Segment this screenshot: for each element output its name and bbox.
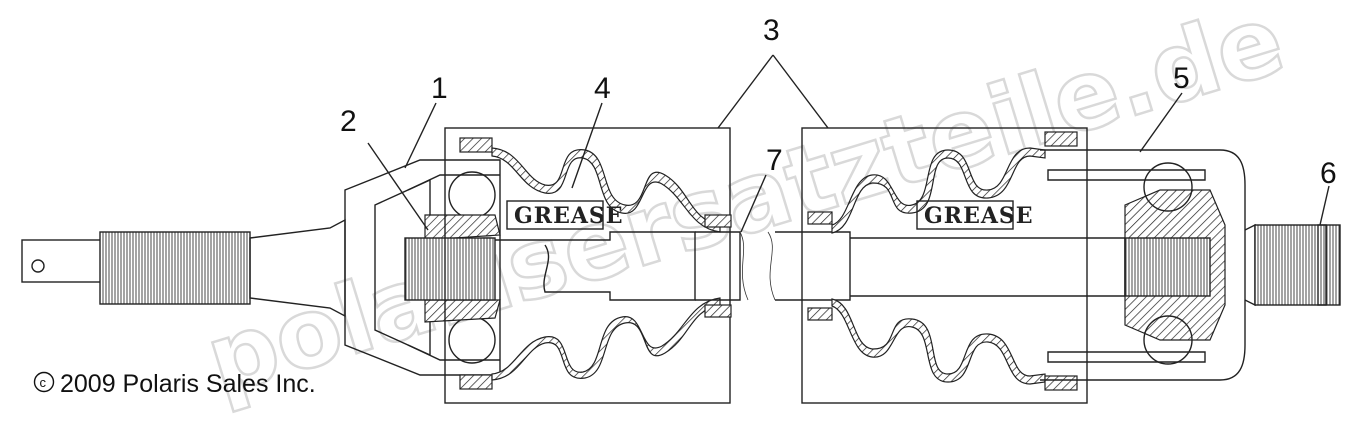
- left-cv-balls: [424, 171, 501, 364]
- leader-lines: [367, 54, 1330, 233]
- right-detail-frame: [801, 127, 1088, 404]
- grease-text-left: GREASE: [514, 203, 624, 229]
- callout-7: 7: [766, 144, 783, 177]
- right-cv-housing: [1040, 149, 1246, 381]
- left-grease-label: GREASE: [506, 200, 624, 230]
- callout-5: 5: [1173, 62, 1190, 95]
- left-inner-hub: [404, 237, 496, 301]
- grease-text-right: GREASE: [924, 203, 1034, 229]
- copyright-notice: c 2009 Polaris Sales Inc.: [33, 370, 316, 398]
- callout-4: 4: [594, 72, 611, 105]
- main-shaft-right: [767, 231, 1126, 301]
- callout-3: 3: [763, 14, 780, 47]
- right-grease-label: GREASE: [916, 200, 1034, 230]
- copyright-icon: [33, 371, 55, 393]
- copyright-symbol: c: [40, 375, 47, 390]
- callout-2: 2: [340, 105, 357, 138]
- callout-1: 1: [431, 72, 448, 105]
- copyright-text: 2009 Polaris Sales Inc.: [60, 370, 316, 398]
- left-boot: [459, 137, 732, 390]
- right-boot: [807, 131, 1078, 391]
- callouts: 1 2 3 4 5 6 7: [340, 14, 1337, 190]
- callout-6: 6: [1320, 157, 1337, 190]
- left-stub-shaft: [21, 218, 346, 318]
- main-shaft-left: [495, 231, 749, 301]
- left-detail-frame: [444, 127, 731, 404]
- right-stub-shaft: [1244, 223, 1341, 307]
